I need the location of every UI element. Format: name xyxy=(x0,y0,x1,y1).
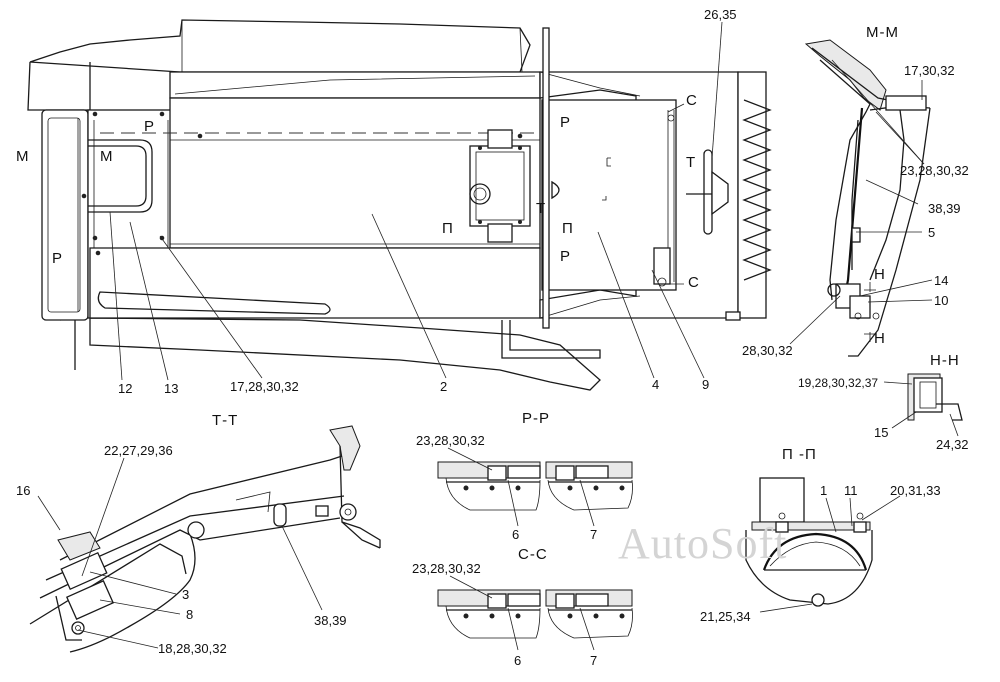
callout-23-28-30-32-rr: 23,28,30,32 xyxy=(416,433,485,448)
callout-7-cc: 7 xyxy=(590,653,598,668)
cut-marker-m-inner: М xyxy=(100,148,114,165)
callout-22-27-29-36: 22,27,29,36 xyxy=(104,443,173,458)
section-p-p-view xyxy=(745,477,901,613)
callout-23-28-30-32-mm: 23,28,30,32 xyxy=(900,163,969,178)
watermark: AutoSoft xyxy=(618,519,788,568)
callout-11: 11 xyxy=(844,483,858,498)
callout-28-30-32: 28,30,32 xyxy=(742,343,793,358)
callout-38-39-mm: 38,39 xyxy=(928,201,961,216)
callout-20-31-33: 20,31,33 xyxy=(890,483,941,498)
section-title-c-c: С-С xyxy=(518,546,548,563)
callout-23-28-30-32-cc: 23,28,30,32 xyxy=(412,561,481,576)
cut-marker-r-mid-top: Р xyxy=(560,114,572,131)
section-h-h-view xyxy=(883,373,963,437)
callout-38-39-tt: 38,39 xyxy=(314,613,347,628)
cut-marker-c-top: С xyxy=(686,92,698,109)
callout-14: 14 xyxy=(934,273,949,288)
section-title-p-p: П -П xyxy=(782,446,817,463)
cut-marker-p-right: П xyxy=(562,220,574,237)
callout-12: 12 xyxy=(118,381,133,396)
cut-marker-p-left: П xyxy=(442,220,454,237)
callout-21-25-34: 21,25,34 xyxy=(700,609,751,624)
cut-marker-m-left: М xyxy=(16,148,30,165)
cut-marker-t-top: Т xyxy=(686,154,697,171)
cut-marker-r-top: Р xyxy=(144,118,156,135)
callout-13: 13 xyxy=(164,381,179,396)
callout-7-rr: 7 xyxy=(590,527,598,542)
callout-8: 8 xyxy=(186,607,194,622)
callout-6-cc: 6 xyxy=(514,653,522,668)
cut-marker-h-bot: Н xyxy=(874,330,886,347)
section-title-r-r: Р-Р xyxy=(522,410,551,427)
callout-19-28-30-32-37: 19,28,30,32,37 xyxy=(798,376,879,390)
section-title-m-m: М-М xyxy=(866,24,899,41)
callout-24-32: 24,32 xyxy=(936,437,969,452)
section-t-t-view xyxy=(29,425,381,653)
callout-4: 4 xyxy=(652,377,660,392)
callout-1: 1 xyxy=(820,483,828,498)
section-r-r-view xyxy=(437,447,633,527)
cut-marker-r-mid-bot: Р xyxy=(560,248,572,265)
cut-marker-r-left: Р xyxy=(52,250,64,267)
callout-15: 15 xyxy=(874,425,889,440)
section-m-m-view xyxy=(789,39,933,357)
cut-marker-t-mid: Т xyxy=(536,200,547,217)
cut-marker-h-top: Н xyxy=(874,266,886,283)
callout-2: 2 xyxy=(440,379,448,394)
callout-3: 3 xyxy=(182,587,190,602)
main-plan-view xyxy=(27,19,772,391)
callout-9: 9 xyxy=(702,377,710,392)
callout-10: 10 xyxy=(934,293,949,308)
callout-5: 5 xyxy=(928,225,936,240)
callout-18-28-30-32: 18,28,30,32 xyxy=(158,641,227,656)
callout-26-35: 26,35 xyxy=(704,7,737,22)
callout-16: 16 xyxy=(16,483,31,498)
callout-17-30-32: 17,30,32 xyxy=(904,63,955,78)
section-title-h-h: Н-Н xyxy=(930,352,960,369)
callout-17-28-30-32: 17,28,30,32 xyxy=(230,379,299,394)
section-c-c-view xyxy=(437,575,633,651)
cut-marker-c-bot: С xyxy=(688,274,700,291)
callout-6-rr: 6 xyxy=(512,527,520,542)
section-title-t-t: Т-Т xyxy=(212,412,239,429)
